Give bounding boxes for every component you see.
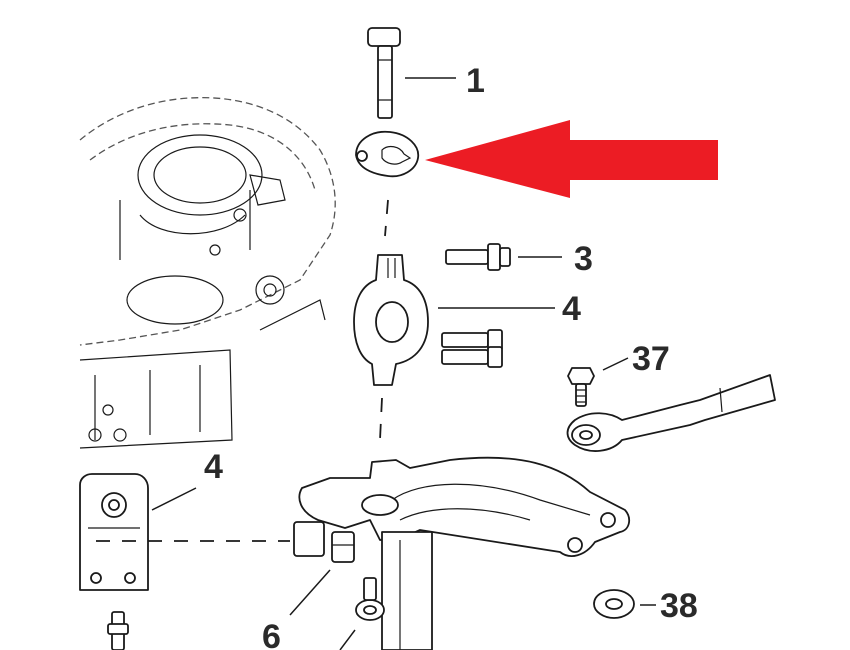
part-38-nut: [593, 589, 635, 619]
axis-middle: [379, 397, 383, 441]
part-3-bolt-pair: [441, 329, 503, 368]
callout-part-2-plate: [355, 130, 420, 178]
part-4-clamp-upper: [353, 254, 429, 386]
engine-block-outline: [79, 96, 336, 449]
part-3-bolt: [445, 243, 511, 271]
part-4-clamp-lower: [79, 473, 149, 591]
leader-washer: [339, 629, 356, 650]
callout-4-lower: 4: [204, 448, 223, 486]
leader-37: [602, 357, 629, 371]
highlight-arrow: [425, 120, 718, 198]
leader-4-lower: [151, 487, 197, 511]
callout-38: 38: [660, 587, 698, 625]
callout-37: 37: [632, 340, 670, 378]
callout-4-upper: 4: [562, 290, 581, 328]
axis-upper: [384, 199, 389, 237]
callout-1: 1: [466, 62, 485, 100]
part-6-nut: [331, 531, 355, 563]
steering-arm: [293, 456, 631, 650]
leader-6: [289, 569, 331, 616]
part-37-screw: [567, 367, 595, 407]
part-1-bolt: [367, 27, 401, 119]
callout-3: 3: [574, 240, 593, 278]
washer-nut: [355, 577, 385, 621]
link-rod: [566, 374, 776, 452]
callout-6: 6: [262, 618, 281, 650]
small-bolt-bottom: [107, 611, 129, 650]
